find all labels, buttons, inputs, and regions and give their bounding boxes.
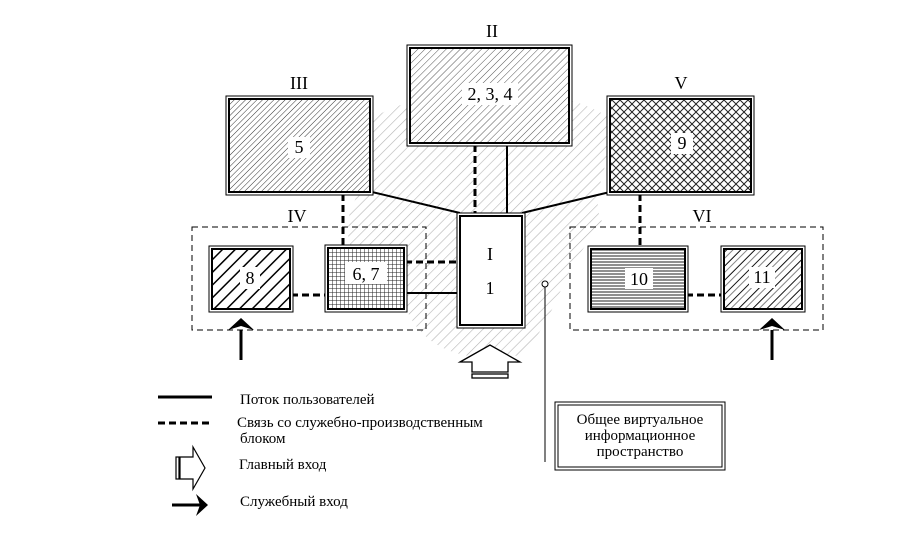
zone-iii-label: 5 (295, 137, 304, 157)
central-block (459, 215, 523, 326)
box-10-label-bg (625, 268, 653, 289)
box-6-7-label-bg (345, 262, 387, 284)
zone-ii-roman: II (486, 21, 498, 41)
zone-v-label: 9 (678, 133, 687, 153)
zone-iii-label-bg (288, 137, 310, 158)
zone-v-roman: V (675, 73, 688, 93)
service-link-lines (291, 145, 723, 297)
main-entrance-arrow-icon (457, 344, 523, 379)
zone-iv-outline (191, 226, 427, 331)
info-space-pointer-dot (541, 280, 549, 288)
legend-main-entrance-icon (175, 444, 206, 492)
legend-service-entrance-label: Служебный вход (240, 494, 348, 510)
zone-iv-roman: IV (288, 206, 307, 226)
legend-main-entrance-label: Главный вход (239, 457, 327, 473)
box-6-7-label: 6, 7 (353, 264, 380, 284)
zone-vi-roman: VI (693, 206, 712, 226)
legend-service-link-label-2: блоком (240, 431, 286, 447)
info-space-box (557, 404, 723, 468)
box-8-label: 8 (246, 268, 255, 288)
service-entrance-arrow-left-icon (228, 318, 254, 360)
legend-service-entrance-icon (172, 494, 208, 516)
box-11-label: 11 (753, 267, 770, 287)
info-space-line-1: Общее виртуальное (577, 412, 704, 428)
box-10-label: 10 (630, 269, 648, 289)
central-label: 1 (486, 278, 495, 298)
box-11-label-bg (749, 267, 775, 288)
box-8-label-bg (240, 267, 260, 289)
info-space-line-2: информационное (585, 428, 696, 444)
info-space-line-3: пространство (597, 444, 684, 460)
central-roman: I (487, 244, 493, 264)
legend-user-flow-label: Поток пользователей (240, 392, 375, 408)
legend-service-link-label-1: Связь со служебно-производственным (237, 415, 483, 431)
zone-vi-outline (569, 226, 824, 331)
zone-ii-label-bg (462, 83, 518, 105)
zone-v-label-bg (671, 133, 693, 154)
user-flow-lines (371, 145, 611, 294)
service-entrance-arrow-right-icon (759, 318, 785, 360)
zone-ii-label: 2, 3, 4 (468, 84, 513, 104)
zone-iii-roman: III (290, 73, 308, 93)
legend: Поток пользователей Связь со служебно-пр… (158, 392, 483, 516)
